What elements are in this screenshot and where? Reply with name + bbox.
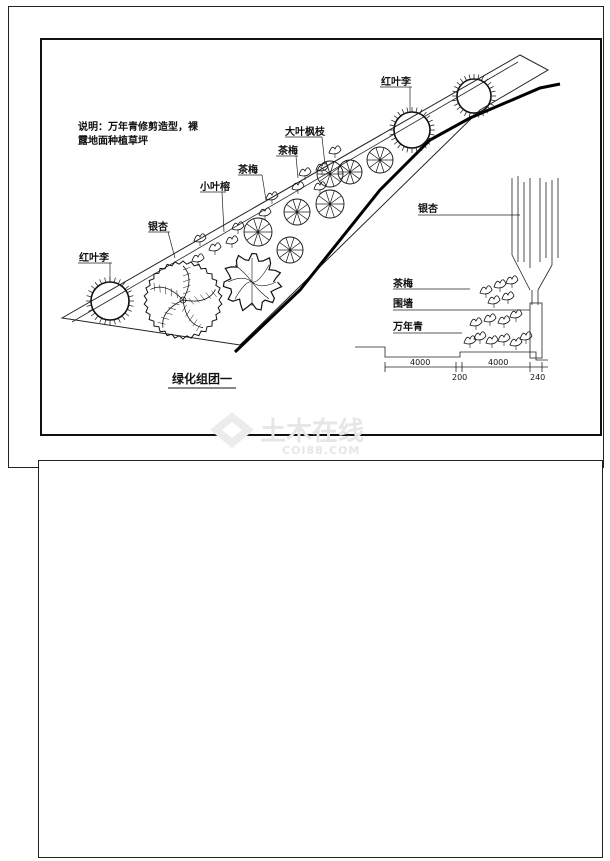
camellia-star-1 bbox=[243, 217, 273, 247]
hongyeli-tree-left bbox=[86, 277, 134, 325]
maple-star-4 bbox=[366, 146, 394, 174]
section-shrub-14 bbox=[479, 285, 493, 298]
section-shrub-1 bbox=[463, 335, 477, 348]
camellia-shrub-2 bbox=[225, 235, 239, 248]
section-shrub-11 bbox=[487, 295, 501, 308]
label-yinxing: 银杏 bbox=[148, 220, 168, 233]
section-view bbox=[355, 176, 559, 372]
section-label-weiqiang: 围墙 bbox=[393, 297, 413, 310]
camellia-shrub-11 bbox=[193, 233, 207, 246]
label-chamei-2: 茶梅 bbox=[277, 144, 298, 157]
leader-lines bbox=[78, 86, 412, 282]
section-shrub-5 bbox=[509, 337, 523, 350]
section-shrub-8 bbox=[483, 313, 497, 326]
camellia-star-3 bbox=[283, 198, 311, 226]
camellia-shrub-7 bbox=[298, 167, 312, 180]
boundary-wall bbox=[233, 82, 561, 354]
note-line-2: 露地面种植草坪 bbox=[78, 134, 148, 147]
planting-bed bbox=[60, 54, 550, 346]
tree-symbols bbox=[86, 74, 496, 340]
section-shrub-9 bbox=[497, 315, 511, 328]
label-chamei-1: 茶梅 bbox=[237, 163, 258, 176]
section-label-yinxing: 银杏 bbox=[418, 202, 438, 215]
section-shrub-13 bbox=[493, 279, 507, 292]
camellia-shrub-9 bbox=[328, 145, 342, 158]
drawing-frame bbox=[40, 38, 602, 436]
ginkgo-tree bbox=[143, 260, 223, 340]
note-line-1: 说明：万年青修剪造型，裸 bbox=[78, 120, 198, 133]
section-label-chamei: 茶梅 bbox=[392, 277, 413, 290]
camellia-shrub-1 bbox=[208, 242, 222, 255]
dim-4000-b: 4000 bbox=[488, 358, 508, 367]
drawing-title: 绿化组团一 bbox=[172, 371, 232, 386]
section-shrub-15 bbox=[505, 275, 519, 288]
section-shrub-6 bbox=[519, 331, 533, 344]
label-hongyeli-left: 红叶李 bbox=[79, 251, 110, 264]
camellia-shrub-6 bbox=[291, 181, 305, 194]
section-shrub-10 bbox=[509, 309, 523, 322]
dim-240: 240 bbox=[530, 373, 545, 382]
camellia-shrub-3 bbox=[231, 221, 245, 234]
section-shrub-7 bbox=[469, 317, 483, 330]
maple-star-1 bbox=[315, 189, 345, 219]
dim-200: 200 bbox=[452, 373, 467, 382]
section-label-wannianqing: 万年青 bbox=[392, 320, 423, 333]
hongyeli-tree-top bbox=[452, 74, 496, 118]
section-shrub-2 bbox=[473, 331, 487, 344]
watermark: 土木在线 COI88.COM bbox=[210, 412, 364, 457]
label-xiaoyeti: 小叶榕 bbox=[199, 180, 231, 193]
maple-star-3 bbox=[337, 159, 363, 185]
dim-4000-a: 4000 bbox=[410, 358, 430, 367]
bed-inner-edge bbox=[71, 61, 519, 323]
camellia-shrub-10 bbox=[191, 253, 205, 266]
label-dayefengzhi: 大叶枫枝 bbox=[285, 125, 326, 138]
camellia-star-2 bbox=[276, 236, 304, 264]
section-shrub-4 bbox=[497, 333, 511, 346]
camellia-shrub-5 bbox=[265, 191, 279, 204]
lower-sheet bbox=[38, 460, 603, 858]
hongyeli-tree-mid bbox=[389, 107, 435, 153]
watermark-sub: COI88.COM bbox=[282, 444, 360, 457]
section-shrub-3 bbox=[485, 335, 499, 348]
label-hongyeli-top: 红叶李 bbox=[381, 75, 412, 88]
camellia-shrub-12 bbox=[313, 181, 327, 194]
section-shrub-12 bbox=[501, 291, 515, 304]
upper-sheet bbox=[8, 6, 604, 468]
watermark-text: 土木在线 bbox=[260, 417, 364, 447]
ficus-tree bbox=[222, 252, 283, 312]
camellia-shrub-4 bbox=[258, 207, 272, 220]
section-shrubs bbox=[463, 275, 533, 350]
